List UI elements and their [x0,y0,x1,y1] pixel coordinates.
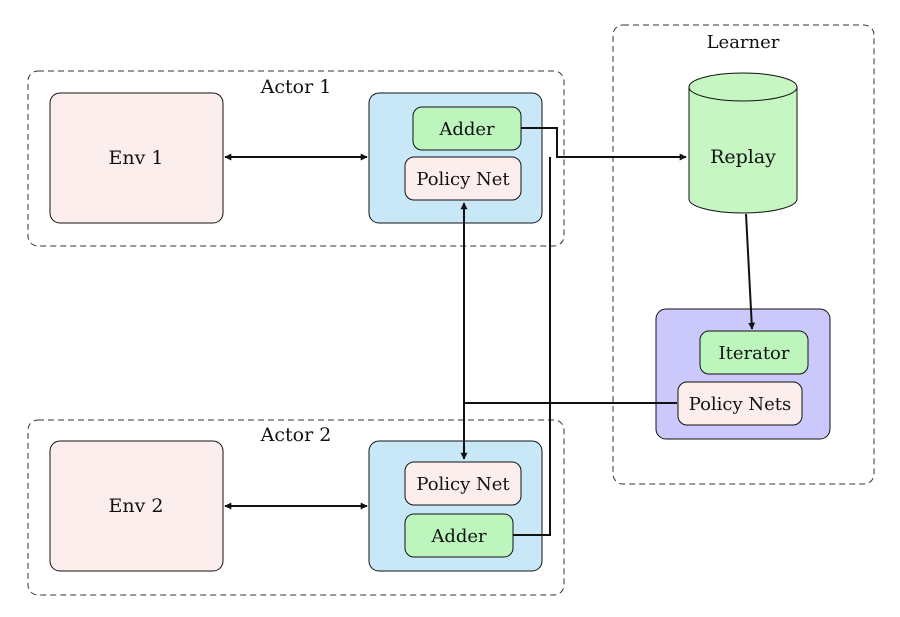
learner-group-label: Learner [707,32,780,53]
adder1-to-replay-arrow [521,127,687,161]
policy-net2-box [404,461,522,506]
iterator-label: Iterator [718,343,789,364]
adder1-label: Adder [438,119,495,140]
env2-box [49,440,224,572]
policy-net1-box [404,156,522,201]
iterator-box [699,330,809,375]
actor2-group-label: Actor 2 [260,424,332,446]
replay-to-iterator-arrow [745,213,756,330]
policy-net2-label: Policy Net [416,474,510,495]
env1-box [49,92,224,224]
adder2-to-replay-connector [513,157,551,536]
actor1-group-label: Actor 1 [260,76,332,98]
replay-label: Replay [710,146,776,168]
learner-group [612,24,875,485]
actor2-group [27,419,565,596]
actor1-group [27,70,565,247]
policy-nets-box [677,381,803,426]
policy-net1-label: Policy Net [416,169,510,190]
policy-nets-label: Policy Nets [689,394,792,415]
replay-cylinder [688,72,798,214]
env2-label: Env 2 [109,495,164,517]
env1-label: Env 1 [109,147,164,169]
adder2-label: Adder [430,526,487,547]
